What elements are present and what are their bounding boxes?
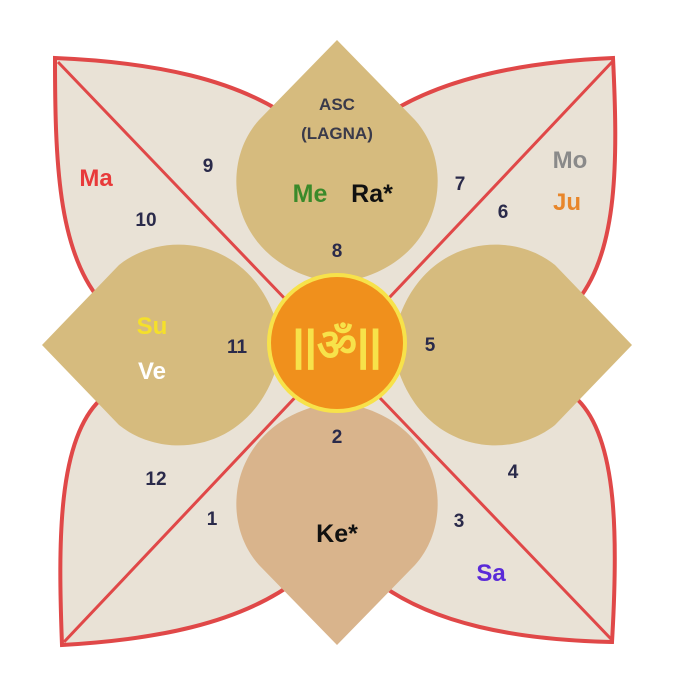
planet-ke: Ke* (316, 520, 358, 548)
planet-su: Su (137, 313, 168, 340)
house-number-12: 12 (145, 469, 166, 490)
planet-ra: Ra* (351, 180, 393, 208)
asc-label: ASC (319, 95, 355, 114)
om-symbol: ||ॐ|| (292, 321, 381, 371)
petal-left (42, 244, 282, 446)
petal-bottom (236, 402, 438, 645)
house-number-4: 4 (508, 462, 519, 483)
lagna-label: (LAGNA) (301, 124, 373, 143)
house-number-2: 2 (332, 427, 343, 448)
house-number-1: 1 (207, 509, 218, 530)
planet-ve: Ve (138, 358, 166, 385)
house-number-5: 5 (425, 335, 436, 356)
center-circle (267, 273, 407, 413)
planet-mo: Mo (553, 147, 588, 174)
planet-me: Me (293, 180, 328, 208)
petal-right (392, 244, 632, 446)
house-number-6: 6 (498, 202, 509, 223)
planet-sa: Sa (476, 560, 506, 587)
house-number-9: 9 (203, 156, 214, 177)
house-number-10: 10 (135, 210, 156, 231)
house-number-8: 8 (332, 241, 343, 262)
petal-top (236, 40, 438, 283)
planet-ma: Ma (79, 165, 113, 192)
house-number-7: 7 (455, 174, 466, 195)
planet-ju: Ju (553, 189, 581, 216)
house-number-3: 3 (454, 511, 465, 532)
house-number-11: 11 (227, 337, 248, 358)
